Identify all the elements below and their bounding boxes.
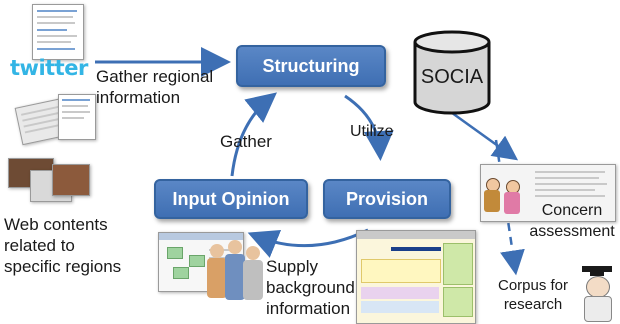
twitter-logo: twitter <box>10 56 88 80</box>
input-opinion-label: Input Opinion <box>172 188 290 209</box>
arrow-socia-to-corpus <box>494 139 525 276</box>
socia-label: SOCIA <box>420 66 484 88</box>
arrow-input-to-structuring <box>230 92 277 177</box>
web-contents-photos-icon <box>8 158 90 206</box>
corpus-for-research-label: Corpus for research <box>497 277 569 313</box>
arrow-provision-to-input <box>247 228 369 258</box>
supply-background-information-label: Supply background information <box>266 257 355 318</box>
gather-edge-label: Gather <box>220 132 272 151</box>
scholar-figure-icon <box>578 264 616 322</box>
socia-database-icon <box>413 30 491 115</box>
provision-screen-thumbnail <box>356 230 476 324</box>
structuring-box: Structuring <box>236 45 386 87</box>
provision-box: Provision <box>323 179 451 219</box>
utilize-edge-label: Utilize <box>350 123 394 140</box>
citizens-group-icon <box>204 236 266 306</box>
web-contents-label: Web contents related to specific regions <box>4 215 122 276</box>
concern-assessment-screen-thumbnail <box>480 164 616 222</box>
concern-assessment-label: Concern assessment <box>529 202 615 240</box>
gather-regional-information-label: Gather regional information <box>96 67 214 107</box>
provision-label: Provision <box>345 188 429 209</box>
newspaper-icon <box>14 92 102 146</box>
arrow-structuring-to-provision <box>344 94 394 161</box>
arrow-socia-to-concern <box>447 108 519 161</box>
input-opinion-box: Input Opinion <box>154 179 308 219</box>
people-figures-icon <box>484 176 528 224</box>
structuring-label: Structuring <box>262 55 360 76</box>
twitter-feed-thumbnail <box>32 4 84 60</box>
